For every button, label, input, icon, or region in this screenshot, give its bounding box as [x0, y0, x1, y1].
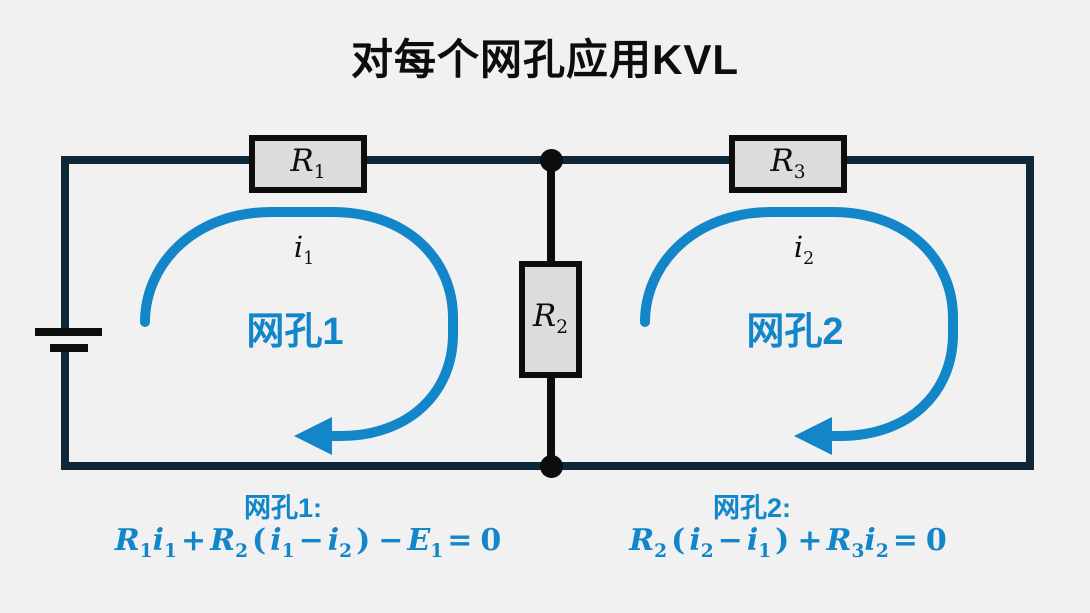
- battery-positive-plate: [35, 328, 102, 336]
- mesh2-kvl-equation: R2(i2−i1)+R3i2=0: [629, 523, 947, 562]
- diagram-title: 对每个网孔应用KVL: [350, 36, 739, 83]
- mesh1-current-label: i1: [293, 230, 315, 269]
- r2-subscript: 2: [556, 317, 569, 339]
- wire-right: [1026, 156, 1034, 470]
- mesh1-current-subscript: 1: [303, 248, 315, 269]
- wire-left-upper: [61, 156, 69, 332]
- resistor-r2-label: R2: [532, 298, 569, 339]
- mesh2-name-label: 网孔2: [746, 311, 844, 353]
- resistor-r3: R3: [729, 135, 847, 193]
- mesh1-kvl-equation: R1i1+R2(i1−i2)−E1=0: [114, 523, 502, 562]
- r1-subscript: 1: [313, 161, 326, 183]
- r3-subscript: 3: [793, 161, 806, 183]
- junction-dot-bottom: [540, 455, 563, 478]
- wire-left-lower: [61, 352, 69, 470]
- junction-dot-top: [540, 149, 563, 172]
- resistor-r3-label: R3: [770, 142, 806, 183]
- mesh1-arrowhead: [294, 417, 332, 455]
- resistor-r2: R2: [519, 261, 582, 378]
- mesh2-current-label: i2: [793, 230, 815, 269]
- mesh2-current-subscript: 2: [803, 248, 815, 269]
- battery-negative-plate: [50, 344, 88, 352]
- mesh1-name-label: 网孔1: [246, 311, 344, 353]
- resistor-r1: R1: [249, 135, 367, 193]
- mesh2-arrowhead: [794, 417, 832, 455]
- resistor-r1-label: R1: [290, 142, 326, 183]
- mesh1-equation-heading: 网孔1:: [243, 493, 322, 523]
- mesh2-equation-heading: 网孔2:: [712, 493, 791, 523]
